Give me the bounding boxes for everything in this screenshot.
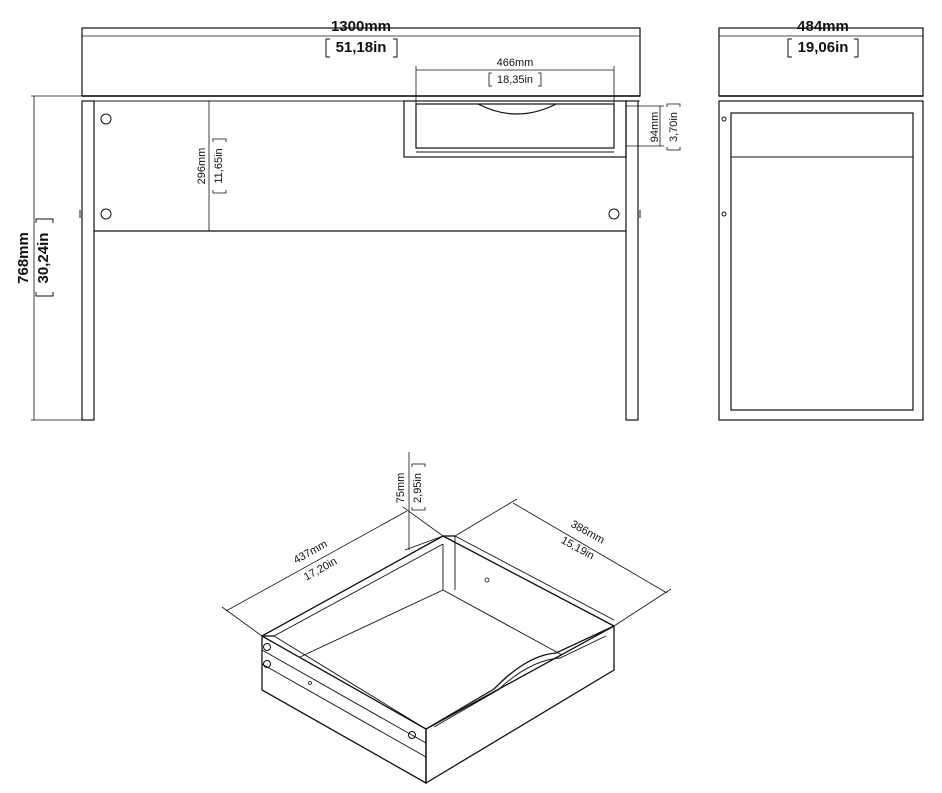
side-view: 484mm 19,06in: [718, 18, 924, 421]
height-inch-label: 30,24in: [35, 233, 52, 284]
side-frame: [718, 100, 924, 421]
front-view: 1300mm 51,18in 466mm 18,35in 94mm 3,70in: [15, 18, 681, 421]
dim-drawer-height: 94mm 3,70in: [626, 103, 681, 151]
depth-mm-label: 484mm: [797, 18, 849, 35]
right-leg: [625, 100, 639, 421]
drawer-iso-height-inch-label: 2,95in: [412, 473, 424, 503]
drawer-width-mm-label: 466mm: [497, 57, 534, 69]
dim-drawer-iso-depth: 386mm 15,19in: [454, 498, 672, 627]
panel-hole: [100, 208, 112, 220]
panel-height-inch-label: 11,65in: [213, 148, 225, 183]
drawer-iso-height-mm-label: 75mm: [395, 473, 407, 504]
side-hole: [721, 211, 727, 217]
drawer-height-inch-label: 3,70in: [668, 112, 680, 142]
width-mm-label: 1300mm: [331, 18, 391, 35]
dim-panel-height: 296mm 11,65in: [196, 100, 227, 232]
dim-height: 768mm 30,24in: [15, 95, 82, 421]
dim-drawer-width: 466mm 18,35in: [415, 57, 615, 104]
side-hole: [721, 116, 727, 122]
dim-drawer-iso-width: 437mm 17,20in: [221, 506, 444, 637]
left-leg: [81, 100, 95, 421]
width-inch-label: 51,18in: [336, 39, 387, 56]
depth-inch-label: 19,06in: [798, 39, 849, 56]
dim-drawer-iso-height: 75mm 2,95in: [395, 452, 444, 551]
drawer-isometric: 437mm 17,20in 386mm 15,19in 75mm 2,95in: [221, 452, 672, 785]
drawer-right-side: [425, 624, 615, 785]
drawer-front-face: [261, 634, 427, 785]
drawer-height-mm-label: 94mm: [649, 112, 661, 143]
panel-hole: [608, 208, 620, 220]
height-mm-label: 768mm: [15, 232, 32, 284]
dim-width: 1300mm 51,18in: [81, 18, 641, 58]
drawer-width-inch-label: 18,35in: [497, 74, 533, 86]
panel-height-mm-label: 296mm: [196, 148, 208, 185]
drawer-front: [403, 100, 627, 158]
panel-hole: [100, 113, 112, 125]
dim-depth: 484mm 19,06in: [718, 18, 924, 58]
